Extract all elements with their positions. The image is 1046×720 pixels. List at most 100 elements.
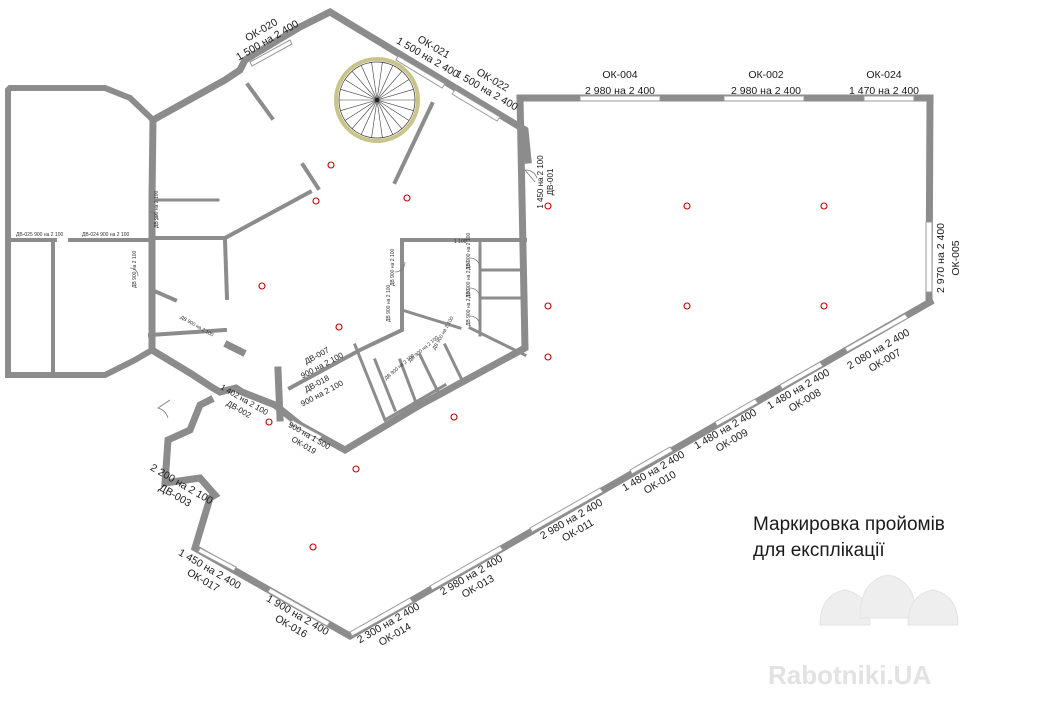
window-ok007 bbox=[844, 313, 909, 353]
window-ok008 bbox=[779, 361, 824, 390]
stair-tread bbox=[344, 79, 378, 101]
small-label: ДВ 900 на 2 100 bbox=[132, 250, 138, 288]
ok002-code: ОК-002 bbox=[748, 69, 783, 81]
ok004-code: ОК-004 bbox=[602, 69, 637, 81]
stair-treads bbox=[339, 62, 415, 138]
marker bbox=[544, 353, 552, 361]
north-wall bbox=[148, 8, 532, 164]
stair-tread bbox=[371, 99, 378, 138]
marker bbox=[544, 302, 552, 310]
corridor-wall-7 bbox=[147, 327, 228, 338]
stair-tread bbox=[376, 89, 414, 101]
wc-wall-4 bbox=[398, 358, 417, 402]
corridor-wall-5 bbox=[222, 237, 230, 301]
window-ok009 bbox=[714, 398, 759, 427]
north-partition-2 bbox=[392, 101, 435, 185]
stair-tread bbox=[340, 89, 378, 101]
marker bbox=[258, 282, 266, 290]
label-ok005: 2 970 на 2 400 ОК-005 bbox=[935, 223, 962, 293]
window-ok016 bbox=[267, 587, 331, 627]
door-small-swing-6 bbox=[469, 315, 481, 327]
marker bbox=[352, 465, 360, 473]
window-ok002 bbox=[723, 95, 805, 102]
stair-tread bbox=[376, 79, 410, 101]
point-markers bbox=[258, 161, 828, 551]
label-ok007: 2 080 на 2 400 ОК-007 bbox=[845, 327, 912, 375]
door-small-swing-1 bbox=[149, 211, 159, 221]
small-label: ДВ 900 на 2 100 bbox=[466, 260, 472, 298]
wc-wall-6 bbox=[442, 342, 465, 383]
small-label: 1 100 bbox=[454, 239, 467, 245]
small-label: ДВ 900 на 2 100 bbox=[390, 248, 396, 286]
window-ok013 bbox=[429, 545, 504, 591]
watermark: Rabotniki.UA bbox=[768, 574, 959, 690]
door-dv003-swing bbox=[157, 399, 171, 419]
stair-tread bbox=[360, 65, 378, 101]
stair-tread bbox=[340, 99, 378, 111]
ok004-size: 2 980 на 2 400 bbox=[585, 85, 655, 97]
stair-tread bbox=[344, 99, 378, 121]
corridor-wall-6 bbox=[149, 287, 178, 303]
door-dv001-swing bbox=[524, 169, 538, 183]
small-label: ДВ-024 900 на 2 100 bbox=[82, 232, 130, 238]
window-ok019 bbox=[289, 419, 323, 441]
window-ok024 bbox=[863, 95, 915, 102]
stair-tread bbox=[376, 71, 403, 101]
small-label: ДВ 900 на 2 100 bbox=[179, 315, 214, 339]
outer-wall bbox=[148, 94, 935, 641]
window-ok004 bbox=[579, 95, 661, 102]
caption-line-2: для експлікації bbox=[753, 540, 885, 561]
corridor-wall-2 bbox=[222, 189, 313, 241]
marker bbox=[327, 161, 335, 169]
marker bbox=[265, 418, 273, 426]
stair-tread bbox=[360, 99, 378, 135]
dv001-code: ДВ-001 bbox=[546, 168, 555, 195]
label-dv001: 1 450 на 2 100 ДВ-001 bbox=[536, 155, 555, 209]
marker bbox=[450, 413, 458, 421]
wc-wall-3 bbox=[373, 358, 397, 412]
stair-tread bbox=[351, 99, 378, 129]
marker bbox=[820, 202, 828, 210]
spiral-staircase bbox=[334, 57, 420, 143]
small-label: ДВ 900 на 2 100 bbox=[154, 190, 160, 228]
wc-wall-1 bbox=[353, 343, 387, 422]
window-ok020 bbox=[249, 39, 293, 67]
marker bbox=[309, 543, 317, 551]
core-line-3 bbox=[467, 325, 528, 358]
door-small-swing-3 bbox=[394, 261, 406, 273]
stair-tread bbox=[376, 65, 394, 101]
watermark-text: Rabotniki.UA bbox=[768, 660, 931, 690]
stair-outer-ring bbox=[334, 57, 420, 143]
marker bbox=[335, 323, 343, 331]
stair-tread bbox=[376, 99, 414, 111]
left-building-wall bbox=[5, 85, 158, 378]
window-ok014 bbox=[349, 597, 414, 637]
small-label: ДВ 900 на 2 100 bbox=[466, 288, 472, 326]
small-label: ДВ 900 на 2 100 bbox=[386, 284, 392, 322]
stair-tread bbox=[376, 99, 403, 129]
windows bbox=[197, 39, 933, 637]
small-label: ДВ-025 900 на 2 100 bbox=[16, 232, 64, 238]
door-small-swing-2 bbox=[129, 267, 139, 277]
ok005-size: 2 970 на 2 400 bbox=[935, 223, 947, 293]
ok005-code: ОК-005 bbox=[950, 240, 962, 275]
walls bbox=[5, 8, 935, 641]
north-partition-1 bbox=[245, 82, 275, 121]
stair-tread bbox=[351, 71, 378, 101]
workers-logo-icon bbox=[819, 574, 959, 626]
small-label: ДВ 900 на 2 100 bbox=[466, 232, 472, 270]
core-wall bbox=[287, 238, 527, 391]
caption-line-1: Маркировка пройомів bbox=[753, 514, 945, 535]
marker bbox=[683, 202, 691, 210]
window-ok010 bbox=[629, 446, 674, 475]
doors bbox=[129, 169, 538, 419]
ok024-code: ОК-024 bbox=[866, 69, 901, 81]
window-ok022 bbox=[451, 89, 501, 122]
corridor-wall-3 bbox=[300, 162, 321, 191]
window-ok017 bbox=[197, 547, 237, 572]
core-line-4 bbox=[400, 308, 462, 330]
marker bbox=[403, 194, 411, 202]
marker bbox=[683, 302, 691, 310]
label-dv007: ДВ-007 900 на 2 100 bbox=[299, 345, 345, 380]
